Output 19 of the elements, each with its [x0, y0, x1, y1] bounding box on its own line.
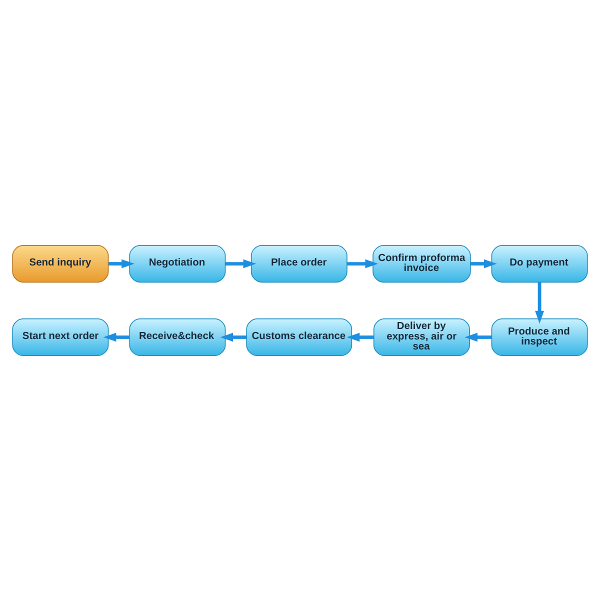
arrow — [470, 258, 497, 268]
node-box: Receive&check — [129, 318, 226, 356]
arrow — [103, 332, 130, 342]
node-box: Send inquiry — [12, 244, 109, 282]
arrow — [535, 282, 544, 324]
node-box: Produce and inspect — [491, 318, 588, 356]
arrow — [347, 258, 378, 268]
arrow — [346, 332, 374, 342]
arrow — [220, 332, 247, 342]
node-box: Deliver by express, air or sea — [373, 318, 470, 356]
node-box: Start next order — [12, 318, 109, 356]
node-box: Negotiation — [129, 244, 226, 282]
arrow — [464, 332, 492, 342]
node-box: Customs clearance — [246, 318, 352, 356]
node-box: Place order — [250, 244, 348, 282]
node-box: Confirm proforma invoice — [372, 244, 471, 282]
arrow — [225, 258, 256, 268]
node-box: Do payment — [491, 244, 588, 282]
arrow — [108, 258, 134, 268]
